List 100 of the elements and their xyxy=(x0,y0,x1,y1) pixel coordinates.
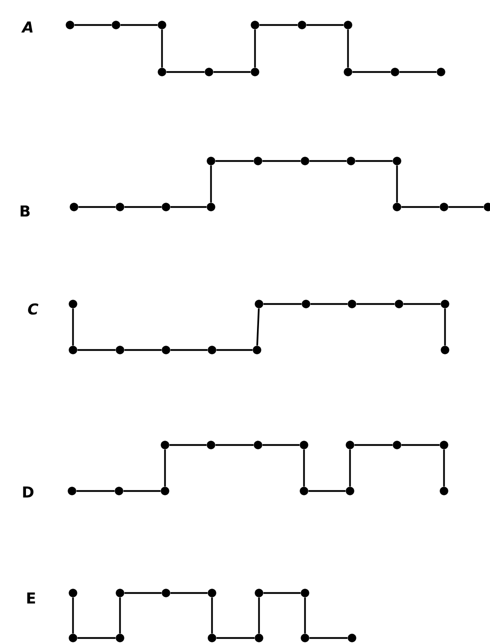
dot xyxy=(158,20,166,30)
dot xyxy=(250,68,260,76)
dot xyxy=(390,68,400,76)
line xyxy=(210,165,212,203)
dot xyxy=(116,346,124,354)
dot xyxy=(66,20,74,30)
dot xyxy=(162,346,170,354)
dot xyxy=(160,486,170,496)
line xyxy=(211,597,213,634)
line xyxy=(123,490,161,492)
dot xyxy=(162,202,170,212)
dot xyxy=(300,440,308,450)
line xyxy=(347,29,349,68)
dot xyxy=(68,486,76,496)
dot xyxy=(300,588,310,598)
line xyxy=(254,29,256,68)
line xyxy=(76,490,115,492)
dot xyxy=(440,300,450,308)
line xyxy=(256,308,260,346)
line xyxy=(310,303,348,305)
row-letter: D xyxy=(23,486,34,498)
dot xyxy=(302,300,310,308)
line xyxy=(77,349,116,351)
dot xyxy=(392,202,402,212)
line xyxy=(443,449,445,487)
line xyxy=(72,597,74,634)
dot xyxy=(348,634,356,642)
line xyxy=(355,160,393,162)
dot xyxy=(436,68,446,76)
dot xyxy=(208,634,216,642)
dot xyxy=(254,156,262,166)
dot xyxy=(162,588,170,598)
dot xyxy=(112,20,120,30)
dot xyxy=(254,440,262,450)
line xyxy=(352,71,391,73)
line xyxy=(170,349,208,351)
dot xyxy=(254,300,264,308)
line xyxy=(169,444,207,446)
line xyxy=(303,449,305,487)
dot xyxy=(440,202,448,212)
line xyxy=(124,592,162,594)
dot xyxy=(208,346,216,354)
line xyxy=(304,597,306,634)
line xyxy=(216,637,255,639)
dot xyxy=(250,20,260,30)
line xyxy=(170,592,208,594)
line xyxy=(399,71,437,73)
dot xyxy=(300,156,310,166)
line xyxy=(124,349,162,351)
dot xyxy=(206,440,216,450)
line xyxy=(262,160,301,162)
dot xyxy=(70,202,78,212)
line xyxy=(213,71,251,73)
line xyxy=(356,303,395,305)
dot xyxy=(344,20,352,30)
line xyxy=(216,349,253,351)
line xyxy=(349,449,351,487)
dot xyxy=(68,634,78,642)
line xyxy=(263,303,302,305)
row-letter: E xyxy=(27,592,36,604)
dot xyxy=(208,588,216,598)
dot xyxy=(206,156,216,166)
dot xyxy=(394,300,404,308)
line xyxy=(401,444,440,446)
dot xyxy=(68,588,78,598)
dot xyxy=(254,588,264,598)
line xyxy=(401,206,440,208)
dot xyxy=(440,346,450,354)
line xyxy=(263,592,301,594)
line xyxy=(161,29,163,68)
dot xyxy=(114,486,124,496)
dot xyxy=(252,346,262,354)
dot xyxy=(158,68,166,76)
line xyxy=(259,24,298,26)
line xyxy=(72,308,74,346)
dot xyxy=(392,440,402,450)
line xyxy=(164,449,166,487)
dot xyxy=(298,20,306,30)
dot xyxy=(206,202,216,212)
line xyxy=(309,637,348,639)
dot xyxy=(346,440,354,450)
dot xyxy=(254,634,264,642)
row-letter: A xyxy=(21,22,33,32)
row-letter: B xyxy=(20,206,30,216)
line xyxy=(77,637,116,639)
line xyxy=(396,165,398,203)
line xyxy=(120,24,158,26)
dot xyxy=(68,300,78,308)
line xyxy=(74,24,112,26)
line xyxy=(170,206,207,208)
line xyxy=(403,303,441,305)
dot xyxy=(116,202,124,212)
dot xyxy=(344,68,352,76)
dot xyxy=(346,156,356,166)
line xyxy=(124,206,162,208)
dot xyxy=(392,156,402,166)
row-letter: C xyxy=(28,303,38,315)
line xyxy=(444,308,446,346)
dot xyxy=(204,68,214,76)
line xyxy=(354,444,393,446)
